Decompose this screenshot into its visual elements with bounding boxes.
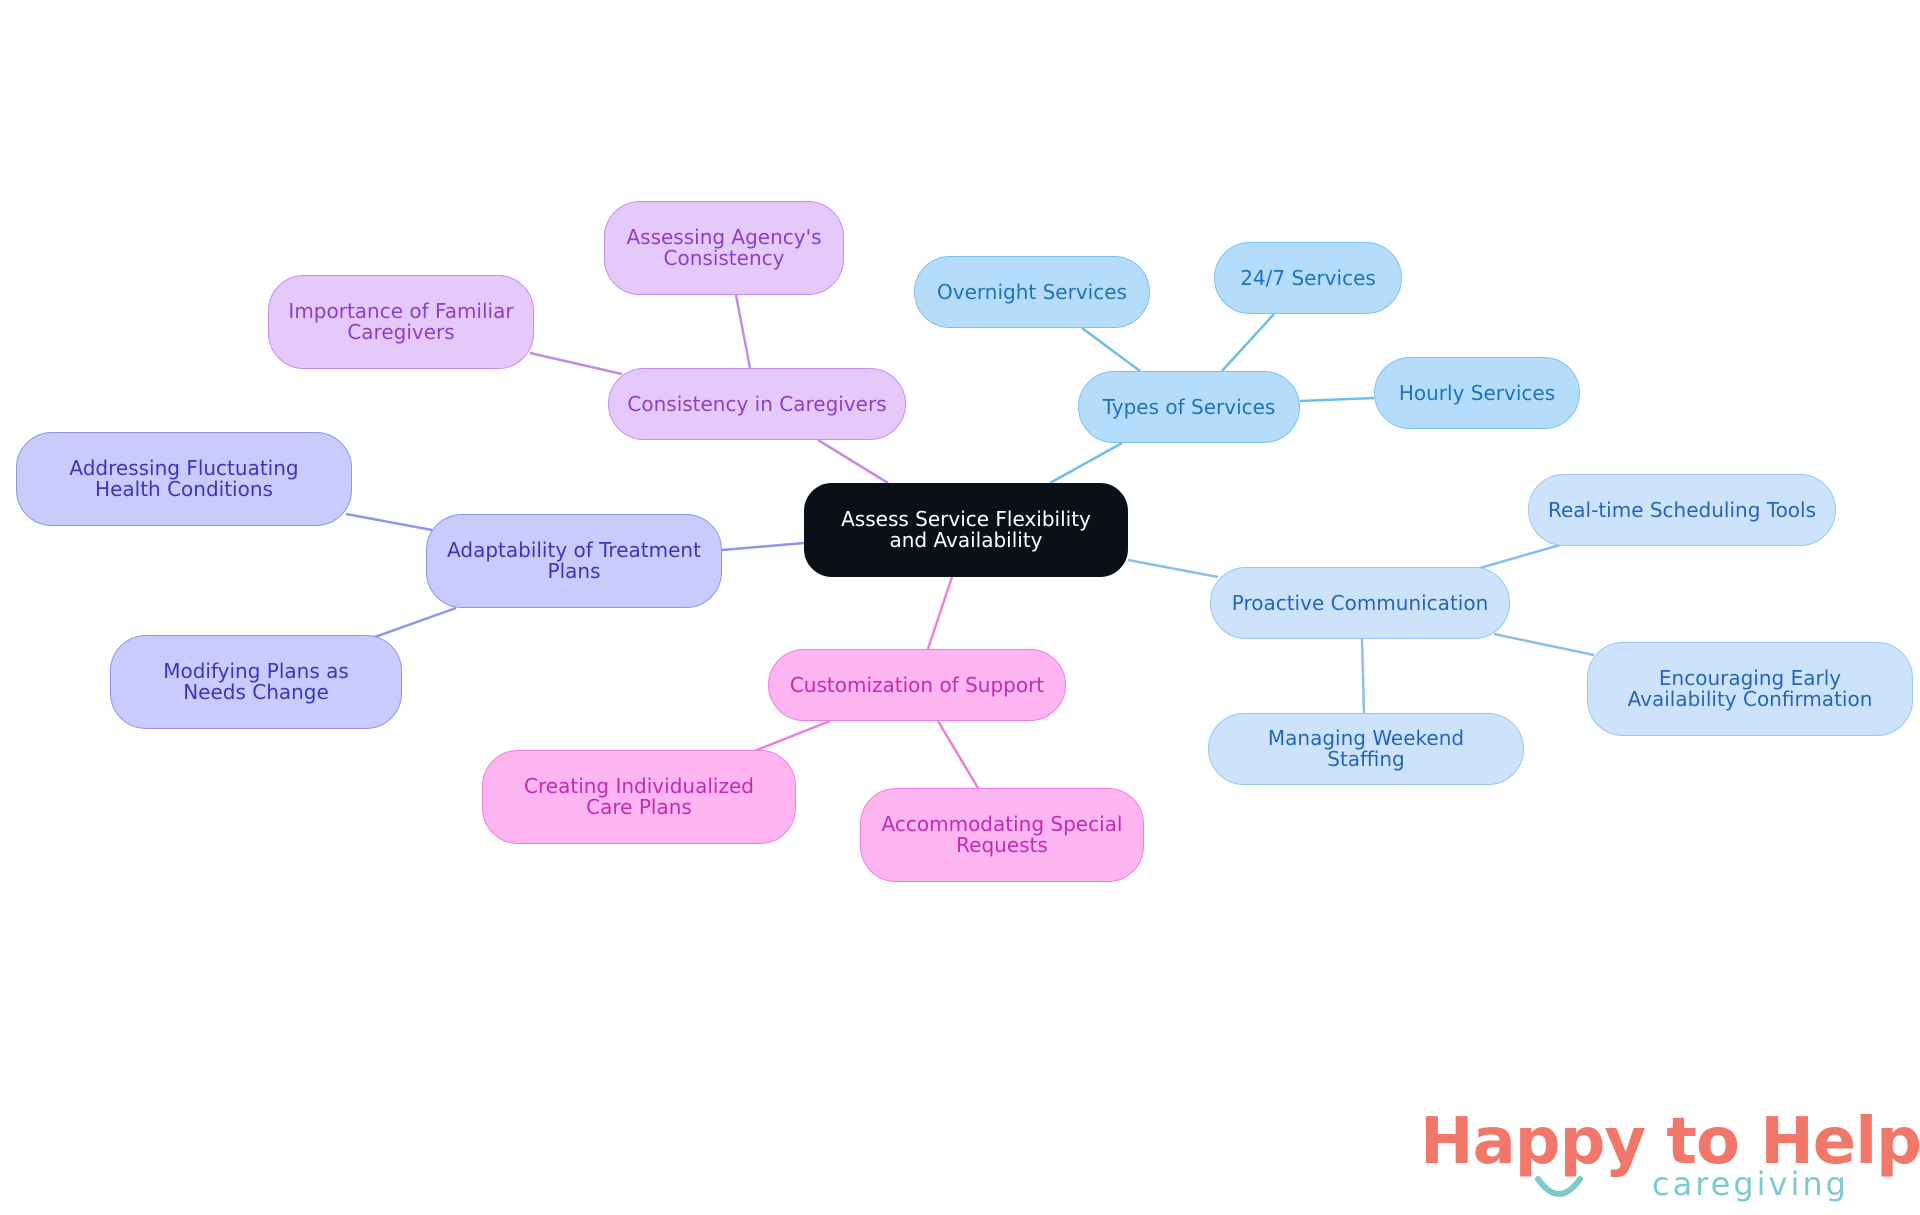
node-importance-of-familiar-caregivers[interactable]: Importance of Familiar Caregivers [268, 275, 534, 369]
edge-root-types [1049, 441, 1123, 485]
happy-to-help-logo: Happy to Help caregiving [1420, 1105, 1920, 1210]
edge-types-hourly [1299, 396, 1375, 403]
logo-brand-label: Happy to Help [1420, 1105, 1920, 1179]
node-managing-weekend-staffing[interactable]: Managing Weekend Staffing [1208, 713, 1524, 785]
root-node[interactable]: Assess Service Flexibility and Availabil… [804, 483, 1128, 577]
edge-proactive-weekend [1360, 638, 1366, 714]
node-accommodating-special-requests[interactable]: Accommodating Special Requests [860, 788, 1144, 882]
node-addressing-fluctuating-health-conditions[interactable]: Addressing Fluctuating Health Conditions [16, 432, 352, 526]
edge-types-247 [1221, 313, 1275, 372]
node-adaptability-of-treatment-plans[interactable]: Adaptability of Treatment Plans [426, 514, 722, 608]
edge-proactive-early [1493, 632, 1595, 657]
logo-brand-text: Happy to Help [1420, 1105, 1920, 1179]
edge-adaptability-addressing [345, 512, 433, 532]
edge-proactive-realtime [1479, 543, 1561, 570]
node-overnight-services[interactable]: Overnight Services [914, 256, 1150, 328]
node-proactive-communication[interactable]: Proactive Communication [1210, 567, 1510, 639]
node-types-of-services[interactable]: Types of Services [1078, 371, 1300, 443]
node-customization-of-support[interactable]: Customization of Support [768, 649, 1066, 721]
node-24-7-services[interactable]: 24/7 Services [1214, 242, 1402, 314]
edge-root-proactive [1127, 558, 1219, 579]
smile-icon [1535, 1176, 1583, 1197]
node-real-time-scheduling-tools[interactable]: Real-time Scheduling Tools [1528, 474, 1836, 546]
edge-root-consistency [817, 438, 889, 485]
edge-consistency-assessing [734, 294, 752, 369]
edge-consistency-familiar [529, 351, 623, 376]
node-creating-individualized-care-plans[interactable]: Creating Individualized Care Plans [482, 750, 796, 844]
edge-root-customization [926, 576, 954, 650]
node-modifying-plans-as-needs-change[interactable]: Modifying Plans as Needs Change [110, 635, 402, 729]
node-hourly-services[interactable]: Hourly Services [1374, 357, 1580, 429]
logo-subtitle: caregiving [1652, 1165, 1849, 1203]
edge-customization-accommodating [936, 720, 980, 789]
edge-types-overnight [1081, 326, 1141, 373]
edge-adaptability-modifying [371, 606, 457, 640]
edge-root-adaptability [721, 541, 805, 552]
edge-customization-creating [751, 719, 831, 754]
node-consistency-in-caregivers[interactable]: Consistency in Caregivers [608, 368, 906, 440]
node-assessing-agencys-consistency[interactable]: Assessing Agency's Consistency [604, 201, 844, 295]
node-encouraging-early-availability-confirmation[interactable]: Encouraging Early Availability Confirmat… [1587, 642, 1913, 736]
